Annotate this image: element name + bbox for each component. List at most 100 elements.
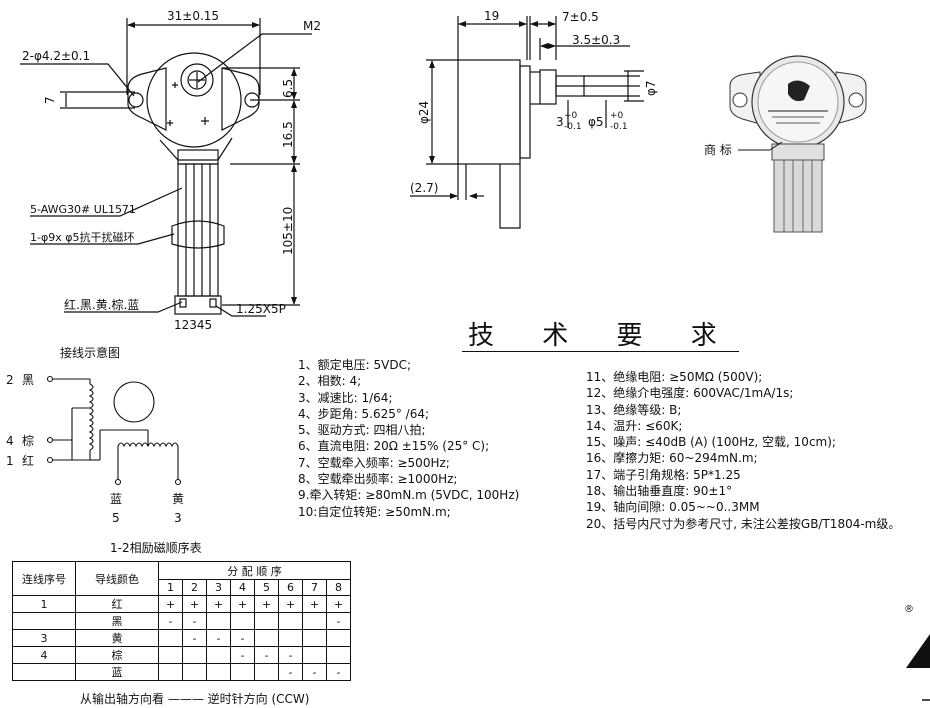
row-color: 蓝 — [75, 663, 159, 681]
specs-right-list: 11、绝缘电阻: ≥50MΩ (500V);12、绝缘介电强度: 600VAC/… — [586, 369, 900, 532]
row-cell — [230, 612, 255, 630]
row-cell: + — [230, 595, 255, 613]
top-width-dim: 31±0.15 — [167, 9, 219, 23]
row-cell — [206, 663, 231, 681]
brand-logo — [906, 634, 930, 701]
row-color: 红 — [75, 595, 159, 613]
row-cell: - — [230, 629, 255, 647]
wiring-title: 接线示意图 — [60, 345, 120, 360]
row-cell: - — [182, 629, 207, 647]
table-row: 蓝--- — [12, 663, 351, 681]
dim-16-5: 16.5 — [281, 121, 295, 148]
step-header: 5 — [254, 579, 279, 596]
dim-2-7: (2.7) — [410, 181, 438, 195]
row-cell: + — [158, 595, 183, 613]
step-header: 2 — [182, 579, 207, 596]
specs-title: 技 术 要 求 — [462, 322, 739, 352]
row-cell: - — [326, 612, 351, 630]
spec-item: 10:自定位转矩: ≥50mN.m; — [298, 504, 451, 519]
wire-1-num: 1 — [6, 454, 14, 468]
row-cell: - — [278, 663, 303, 681]
row-seq — [12, 663, 76, 681]
row-cell — [302, 612, 327, 630]
wire-3-num: 3 — [174, 511, 182, 525]
step-header: 3 — [206, 579, 231, 596]
row-cell — [278, 629, 303, 647]
spec-item: 13、绝缘等级: B; — [586, 402, 682, 417]
col-order-header: 分 配 顺 序 — [158, 561, 351, 580]
dim-19: 19 — [484, 9, 499, 23]
row-cell — [278, 612, 303, 630]
spec-item: 14、温升: ≤60K; — [586, 418, 683, 433]
row-cell — [302, 629, 327, 647]
wire-2-num: 2 — [6, 373, 14, 387]
row-cell: + — [326, 595, 351, 613]
dim-6-5: 6.5 — [281, 79, 295, 98]
row-cell — [158, 646, 183, 664]
row-cell — [158, 629, 183, 647]
row-cell — [182, 646, 207, 664]
shaft-tol-phi5-down: -0.1 — [610, 122, 628, 132]
spec-item: 20、括号内尺寸为参考尺寸, 未注公差按GB/T1804-m级。 — [586, 516, 901, 531]
spec-item: 8、空载牵出频率: ≥1000Hz; — [298, 472, 458, 487]
registered-mark: ® — [904, 604, 914, 615]
spec-item: 2、相数: 4; — [298, 374, 362, 389]
wire-4-color: 棕 — [22, 433, 34, 448]
row-cell — [206, 612, 231, 630]
step-header: 4 — [230, 579, 255, 596]
row-cell: - — [326, 663, 351, 681]
row-cell — [302, 646, 327, 664]
spec-item: 17、端子引角规格: 5P*1.25 — [586, 467, 741, 482]
dim-phi7: φ7 — [644, 80, 658, 96]
row-color: 黑 — [75, 612, 159, 630]
m2-label: M2 — [303, 19, 321, 33]
spec-item: 9.牵入转矩: ≥80mN.m (5VDC, 100Hz) — [298, 488, 520, 503]
row-cell — [230, 663, 255, 681]
row-cell — [254, 629, 279, 647]
row-cell — [326, 646, 351, 664]
motor-photo — [729, 55, 867, 233]
dim-3-5: 3.5±0.3 — [572, 33, 620, 47]
step-header: 8 — [326, 579, 351, 596]
spec-item: 1、额定电压: 5VDC; — [298, 358, 411, 372]
dim-7-left: 7 — [43, 96, 57, 104]
pin-numbers-label: 12345 — [174, 318, 212, 332]
dim-phi24: φ24 — [417, 101, 431, 124]
table-row: 黑--- — [12, 612, 351, 630]
row-cell — [254, 663, 279, 681]
col-seq-header: 连线序号 — [12, 561, 76, 596]
spec-item: 7、空载牵入频率: ≥500Hz; — [298, 455, 450, 470]
row-color: 棕 — [75, 646, 159, 664]
row-cell: - — [278, 646, 303, 664]
row-color: 黄 — [75, 629, 159, 647]
top-view-motor — [20, 18, 312, 317]
row-cell: - — [206, 629, 231, 647]
wire-4-num: 4 — [6, 434, 14, 448]
wire-5-color: 蓝 — [110, 492, 122, 506]
spec-item: 5、驱动方式: 四相八拍; — [298, 423, 426, 438]
specs-left-list: 1、额定电压: 5VDC; 2、相数: 4;3、减速比: 1/64;4、步距角: … — [298, 357, 519, 520]
shaft-tol-3: 3 — [556, 115, 564, 129]
row-seq — [12, 612, 76, 630]
row-cell — [326, 629, 351, 647]
holes-label: 2-φ4.2±0.1 — [22, 49, 90, 63]
row-cell: - — [230, 646, 255, 664]
shaft-tol-3-up: +0 — [564, 111, 578, 121]
row-cell — [254, 612, 279, 630]
row-seq: 4 — [12, 646, 76, 664]
side-view-motor — [410, 16, 644, 229]
table-footer: 从输出轴方向看 ——— 逆时针方向 (CCW) — [80, 692, 310, 706]
trademark-label: 商 标 — [704, 142, 732, 157]
row-cell: - — [254, 646, 279, 664]
row-seq: 3 — [12, 629, 76, 647]
row-cell — [182, 663, 207, 681]
spec-item: 4、步距角: 5.625° /64; — [298, 406, 430, 421]
row-cell: + — [254, 595, 279, 613]
spec-item: 3、减速比: 1/64; — [298, 390, 393, 405]
row-cell — [158, 663, 183, 681]
row-cell: - — [302, 663, 327, 681]
